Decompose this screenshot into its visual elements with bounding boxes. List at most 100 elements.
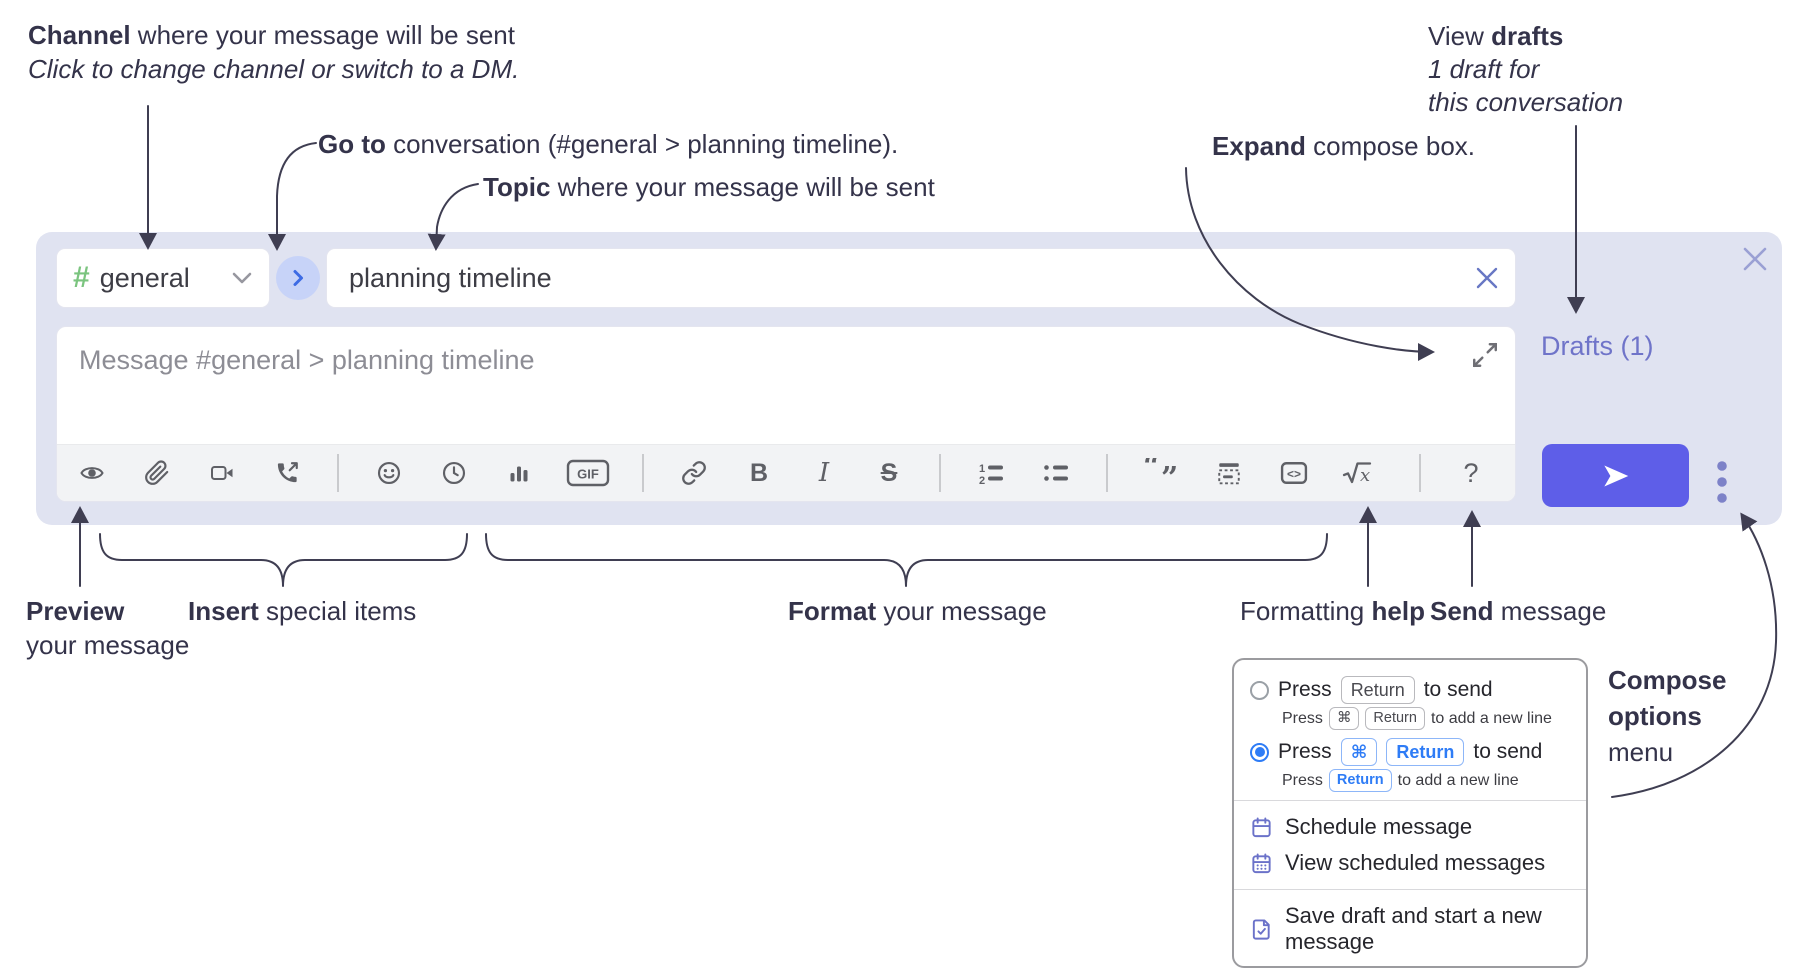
message-box: GIF B I S <box>56 326 1516 502</box>
svg-text:x: x <box>1360 465 1370 486</box>
question-mark-icon: ? <box>1463 457 1479 488</box>
italic-icon: I <box>818 458 830 488</box>
bold-button[interactable]: B <box>740 453 778 493</box>
compose-options-menu: Press Return to send Press ⌘ Return to a… <box>1232 658 1588 968</box>
menu-divider <box>1234 800 1586 801</box>
expand-icon <box>1472 342 1498 368</box>
radio-selected-icon[interactable] <box>1250 742 1269 762</box>
draft-check-icon <box>1252 918 1270 940</box>
toolbar-divider <box>337 454 339 492</box>
return-key: Return <box>1328 769 1392 792</box>
svg-text:2: 2 <box>979 475 985 485</box>
clock-icon <box>442 461 466 485</box>
numbered-list-icon: 1 2 <box>979 463 1003 485</box>
gif-button[interactable]: GIF <box>565 453 611 493</box>
preview-note: Preview your message <box>26 596 190 660</box>
topic-clear-button[interactable] <box>1459 250 1515 306</box>
compose-options-note: Compose options menu <box>1608 665 1727 767</box>
insert-brace <box>99 533 468 587</box>
return-key: Return <box>1386 738 1465 766</box>
cmd-enter-sends-option[interactable]: Press ⌘ Return to send <box>1250 738 1570 766</box>
attach-file-button[interactable] <box>138 453 176 493</box>
format-brace <box>485 533 1328 587</box>
svg-text:<>: <> <box>1287 467 1301 481</box>
send-button[interactable] <box>1542 444 1689 507</box>
menu-item-view-scheduled-messages[interactable]: View scheduled messages <box>1234 845 1586 881</box>
message-input[interactable] <box>57 327 1515 445</box>
code-icon: <> <box>1280 462 1308 484</box>
channel-note-italic: Click to change channel or switch to a D… <box>28 54 520 84</box>
calendar-grid-icon <box>1252 852 1271 873</box>
radio-unselected-icon[interactable] <box>1250 680 1269 700</box>
channel-note-bold: Channel <box>28 20 131 50</box>
insert-note: Insert special items <box>188 596 417 626</box>
cmd-key: ⌘ <box>1328 707 1360 730</box>
toolbar-divider <box>642 454 644 492</box>
spoiler-icon <box>1218 463 1240 485</box>
compose-toolbar: GIF B I S <box>57 444 1515 501</box>
channel-selector[interactable]: # general <box>56 248 270 308</box>
cmd-enter-sends-subtext: Press Return to add a new line <box>1282 769 1570 792</box>
svg-text:GIF: GIF <box>577 467 599 482</box>
link-button[interactable] <box>675 453 713 493</box>
topic-note: Topic where your message will be sent <box>483 172 935 202</box>
page: { "annotations": { "channel": {"bold":"C… <box>26 20 1782 968</box>
paperclip-icon <box>145 460 169 485</box>
compose-box: # general <box>36 232 1782 525</box>
goto-note: Go to conversation (#general > planning … <box>318 129 899 159</box>
close-icon <box>1743 247 1767 271</box>
close-icon <box>1476 267 1498 289</box>
time-button[interactable] <box>435 453 473 493</box>
numbered-list-button[interactable]: 1 2 <box>972 453 1010 493</box>
quote-button[interactable]: “ ” <box>1139 453 1183 493</box>
channel-note: Channel where your message will be sent … <box>28 20 520 84</box>
math-icon: x <box>1342 462 1372 486</box>
bulleted-list-icon <box>1044 465 1068 481</box>
close-compose-button[interactable] <box>1740 244 1770 274</box>
compose-options-menu-button[interactable] <box>1714 458 1730 508</box>
svg-text:”: ” <box>1161 461 1178 488</box>
code-button[interactable]: <> <box>1275 453 1313 493</box>
message-formatting-help-button[interactable]: ? <box>1452 453 1490 493</box>
strikethrough-button[interactable]: S <box>870 453 908 493</box>
vertical-dots-icon <box>1717 461 1727 503</box>
drafts-link[interactable]: Drafts (1) <box>1541 331 1654 361</box>
quote-icon: “ ” <box>1143 458 1178 488</box>
menu-item-schedule-message[interactable]: Schedule message <box>1234 809 1586 845</box>
math-button[interactable]: x <box>1340 453 1388 493</box>
enter-sends-option[interactable]: Press Return to send <box>1250 676 1570 704</box>
go-to-conversation-button[interactable] <box>276 256 320 300</box>
spoiler-button[interactable] <box>1210 453 1248 493</box>
drafts-note: View drafts 1 draft for this conversatio… <box>1428 21 1624 117</box>
poll-button[interactable] <box>500 453 538 493</box>
strikethrough-icon: S <box>880 458 898 487</box>
svg-text:“: “ <box>1143 458 1160 484</box>
menu-divider <box>1234 889 1586 890</box>
topic-input[interactable] <box>327 262 1459 294</box>
italic-button[interactable]: I <box>805 453 843 493</box>
smiley-icon <box>377 461 401 485</box>
phone-call-icon <box>277 462 298 483</box>
video-camera-icon <box>211 466 233 480</box>
audio-call-button[interactable] <box>268 453 306 493</box>
gif-icon: GIF <box>566 459 610 487</box>
enter-sends-subtext: Press ⌘ Return to add a new line <box>1282 707 1570 730</box>
send-plane-icon <box>1603 465 1628 486</box>
expand-note: Expand compose box. <box>1212 131 1476 161</box>
preview-button[interactable] <box>73 453 111 493</box>
bulleted-list-button[interactable] <box>1037 453 1075 493</box>
return-key: Return <box>1365 707 1425 730</box>
return-key: Return <box>1340 676 1415 704</box>
expand-compose-button[interactable] <box>1471 341 1499 369</box>
toolbar-divider <box>1419 454 1421 492</box>
link-icon <box>682 461 706 485</box>
menu-item-save-draft[interactable]: Save draft and start a new message <box>1234 898 1586 960</box>
topic-box <box>326 248 1516 308</box>
send-note: Send message <box>1430 596 1607 626</box>
video-call-button[interactable] <box>203 453 241 493</box>
calendar-icon <box>1252 816 1271 837</box>
svg-text:1: 1 <box>979 463 985 475</box>
hash-icon: # <box>73 261 90 294</box>
emoji-button[interactable] <box>370 453 408 493</box>
cmd-key: ⌘ <box>1340 738 1378 766</box>
